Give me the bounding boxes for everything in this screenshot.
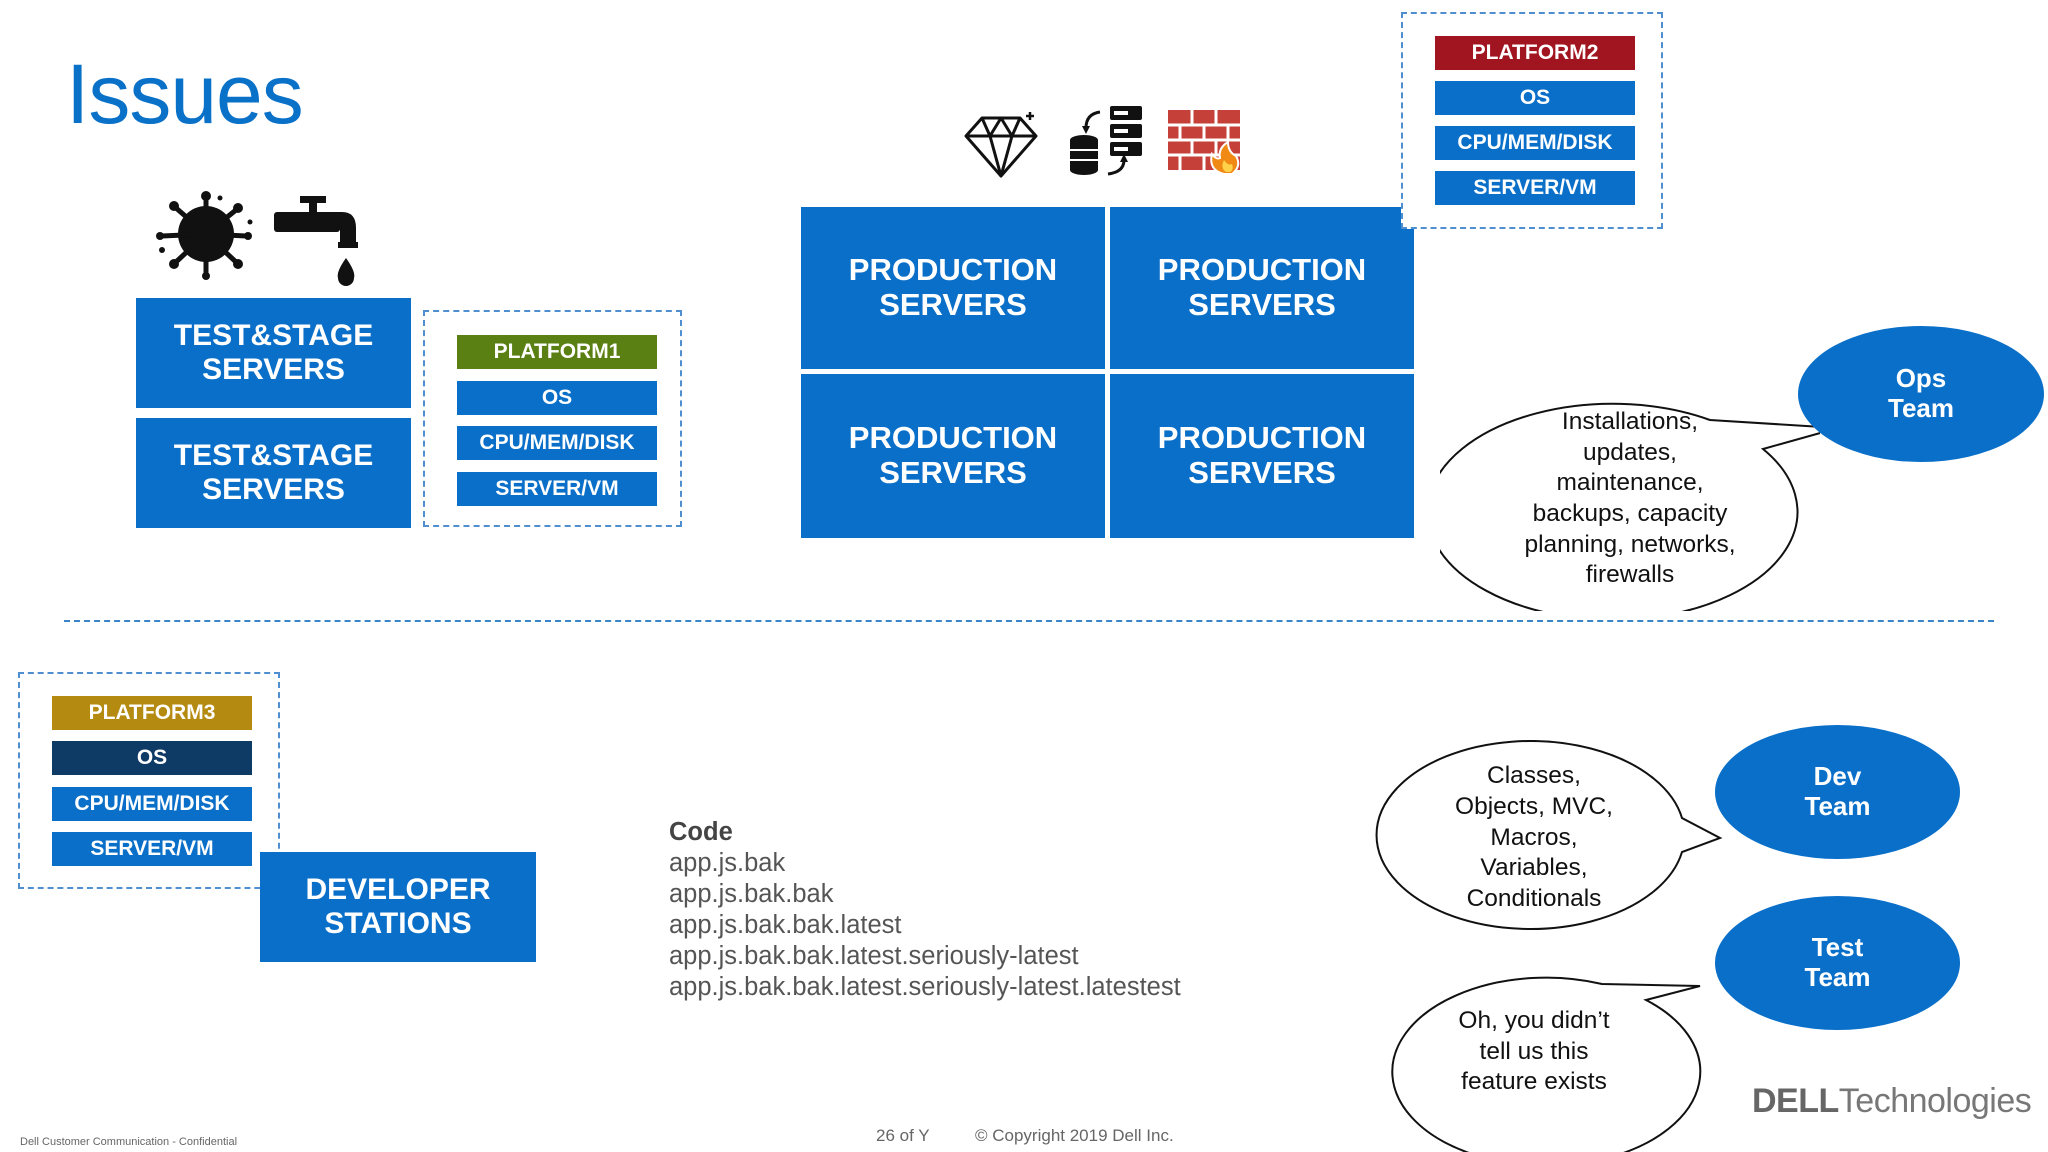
platform2-stack: PLATFORM2 OS CPU/MEM/DISK SERVER/VM bbox=[1401, 12, 1663, 229]
ops-team-ellipse: Ops Team bbox=[1798, 326, 2044, 462]
dell-technologies-logo: DELLTechnologies bbox=[1752, 1082, 2032, 1121]
production-servers-box: PRODUCTION SERVERS bbox=[1110, 207, 1414, 369]
code-file-line: app.js.bak bbox=[669, 849, 786, 877]
code-file-line: app.js.bak.bak.latest.seriously-latest.l… bbox=[669, 973, 1181, 1001]
dev-speech-bubble bbox=[1375, 740, 1723, 930]
logo-technologies: Technologies bbox=[1838, 1082, 2032, 1120]
server-vm-layer: SERVER/VM bbox=[52, 832, 252, 866]
production-servers-box: PRODUCTION SERVERS bbox=[801, 207, 1105, 369]
code-heading: Code bbox=[669, 818, 733, 846]
code-file-line: app.js.bak.bak.latest.seriously-latest bbox=[669, 942, 1079, 970]
dev-team-ellipse: Dev Team bbox=[1715, 725, 1960, 859]
test-stage-servers-box: TEST&STAGE SERVERS bbox=[136, 298, 411, 408]
code-file-line: app.js.bak.bak bbox=[669, 880, 834, 908]
virus-icon bbox=[156, 191, 253, 280]
production-servers-box: PRODUCTION SERVERS bbox=[1110, 374, 1414, 538]
logo-dell: DELL bbox=[1752, 1082, 1839, 1120]
platform2-label: PLATFORM2 bbox=[1435, 36, 1635, 70]
section-divider bbox=[64, 620, 1994, 622]
page-title: Issues bbox=[66, 47, 304, 141]
firewall-icon bbox=[1168, 110, 1240, 175]
platform1-stack: PLATFORM1 OS CPU/MEM/DISK SERVER/VM bbox=[423, 310, 682, 527]
diamond-icon bbox=[964, 112, 1038, 178]
copyright-notice: © Copyright 2019 Dell Inc. bbox=[975, 1126, 1174, 1145]
os-layer: OS bbox=[1435, 81, 1635, 115]
confidential-notice: Dell Customer Communication - Confidenti… bbox=[20, 1136, 238, 1148]
platform1-label: PLATFORM1 bbox=[457, 335, 657, 369]
code-files-list: Code app.js.bak app.js.bak.bak app.js.ba… bbox=[669, 817, 1181, 1003]
test-speech-bubble bbox=[1391, 976, 1702, 1152]
ops-speech-bubble bbox=[1440, 402, 1820, 611]
platform3-stack: PLATFORM3 OS CPU/MEM/DISK SERVER/VM bbox=[18, 672, 280, 889]
test-bubble-text: Oh, you didn’t tell us this feature exis… bbox=[1458, 1007, 1610, 1096]
server-vm-layer: SERVER/VM bbox=[1435, 171, 1635, 205]
ops-bubble-text: Installations, updates, maintenance, bac… bbox=[1524, 408, 1736, 589]
os-layer: OS bbox=[52, 741, 252, 775]
server-vm-layer: SERVER/VM bbox=[457, 472, 657, 506]
leaking-tap-icon bbox=[274, 196, 358, 286]
production-servers-box: PRODUCTION SERVERS bbox=[801, 374, 1105, 538]
platform3-label: PLATFORM3 bbox=[52, 696, 252, 730]
dev-bubble-text: Classes, Objects, MVC, Macros, Variables… bbox=[1455, 762, 1613, 912]
code-file-line: app.js.bak.bak.latest bbox=[669, 911, 902, 939]
test-team-ellipse: Test Team bbox=[1715, 896, 1960, 1030]
developer-stations-box: DEVELOPER STATIONS bbox=[260, 852, 536, 962]
os-layer: OS bbox=[457, 381, 657, 415]
test-stage-servers-box: TEST&STAGE SERVERS bbox=[136, 418, 411, 528]
page-number: 26 of Y bbox=[876, 1126, 930, 1145]
cpu-mem-disk-layer: CPU/MEM/DISK bbox=[52, 787, 252, 821]
cpu-mem-disk-layer: CPU/MEM/DISK bbox=[457, 426, 657, 460]
cpu-mem-disk-layer: CPU/MEM/DISK bbox=[1435, 126, 1635, 160]
database-sync-icon bbox=[1070, 106, 1142, 176]
